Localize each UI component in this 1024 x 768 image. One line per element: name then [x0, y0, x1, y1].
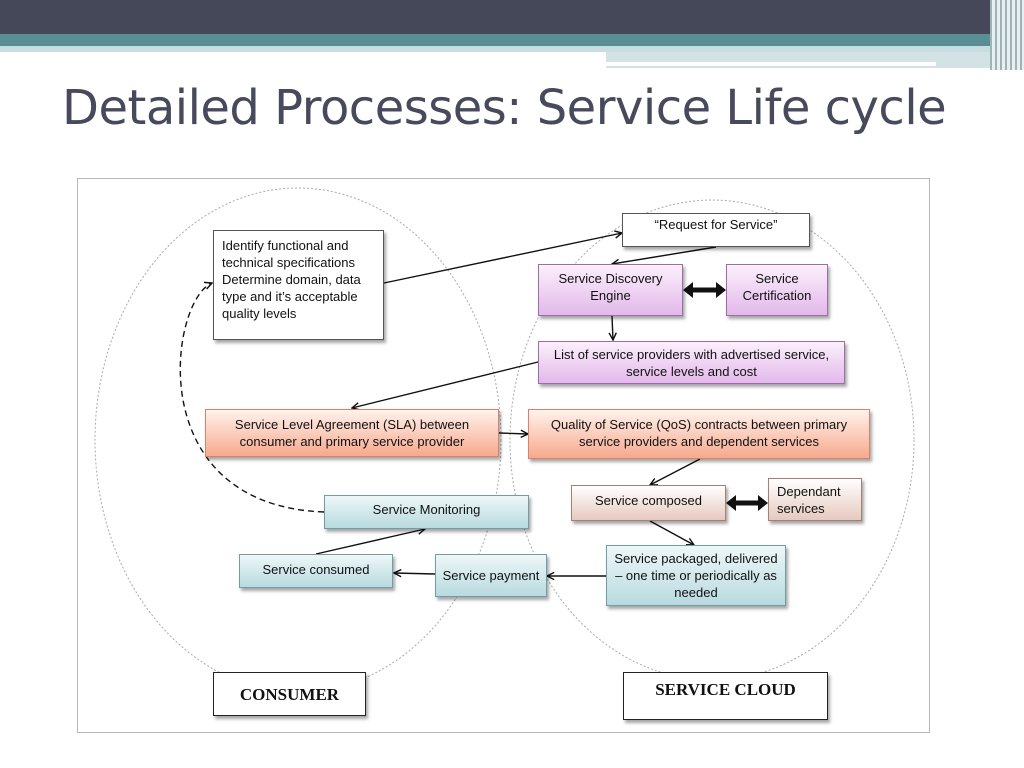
- header-band-line: [606, 62, 936, 66]
- arrow-discovery-to-list: [612, 315, 613, 340]
- qos-contracts-node: Quality of Service (QoS) contracts betwe…: [528, 409, 870, 459]
- service-composed-node: Service composed: [571, 485, 726, 521]
- header-band-light: [0, 46, 1024, 52]
- service-discovery-engine-node: Service Discovery Engine: [538, 264, 683, 316]
- identify-specs-node: Identify functional and technical specif…: [213, 230, 384, 340]
- arrow-consumed-to-monitoring: [315, 529, 425, 555]
- double-arrow-head-left-2: [726, 495, 736, 511]
- arrow-list-to-sla: [352, 361, 539, 408]
- arrow-monitoring-feedback: [179, 283, 325, 513]
- double-arrow-head-right: [716, 282, 726, 298]
- service-certification-node: Service Certification: [726, 264, 828, 316]
- service-packaged-node: Service packaged, delivered – one time o…: [606, 545, 786, 606]
- service-consumed-node: Service consumed: [239, 554, 393, 588]
- arrow-sla-to-qos: [498, 433, 528, 434]
- arrow-payment-to-consumed: [394, 573, 436, 574]
- arrow-qos-to-composed: [650, 458, 701, 485]
- double-arrow-head-left: [683, 282, 693, 298]
- header-stripes: [990, 0, 1024, 70]
- service-monitoring-node: Service Monitoring: [324, 495, 529, 529]
- request-for-service-node: “Request for Service”: [622, 213, 810, 247]
- service-cloud-ellipse: [509, 199, 915, 681]
- slide-title: Detailed Processes: Service Life cycle: [62, 80, 947, 136]
- service-provider-list-node: List of service providers with advertise…: [538, 341, 845, 384]
- header-bar: [0, 0, 1024, 34]
- arrow-composed-to-packaged: [649, 520, 694, 545]
- consumer-ellipse: [94, 187, 502, 693]
- service-payment-node: Service payment: [435, 554, 547, 597]
- sla-node: Service Level Agreement (SLA) between co…: [205, 409, 499, 457]
- double-arrow-head-right-2: [758, 495, 768, 511]
- dependant-services-node: Dependant services: [768, 478, 862, 521]
- consumer-label: CONSUMER: [213, 672, 366, 716]
- service-cloud-label: SERVICE CLOUD: [623, 672, 828, 720]
- header-band: [0, 34, 1024, 46]
- arrow-request-to-discovery: [612, 246, 717, 264]
- arrow-identify-to-request: [383, 233, 622, 284]
